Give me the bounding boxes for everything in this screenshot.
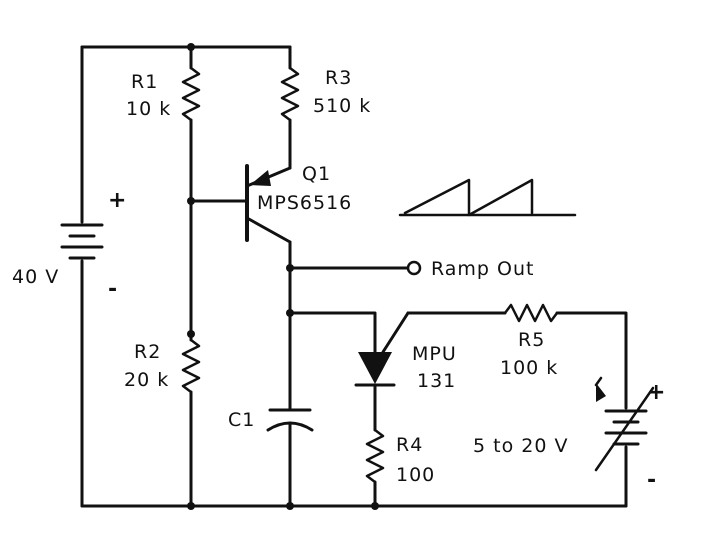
r3-value-label: 510 k	[313, 95, 371, 117]
variable-battery-symbol	[594, 383, 655, 472]
variable-supply-label: 5 to 20 V	[473, 435, 568, 457]
r5-right-wire	[555, 311, 628, 410]
battery-voltage-label: 40 V	[12, 266, 59, 288]
mpu131-put-symbol	[354, 311, 410, 387]
r2-name-label: R2	[134, 341, 161, 363]
junction-dot	[187, 330, 195, 338]
mpu-part-label: 131	[417, 370, 456, 392]
r2-resistor-symbol	[181, 338, 201, 394]
ramp-out-label: Ramp Out	[431, 258, 534, 280]
variable-supply-minus-sign: -	[647, 468, 656, 493]
battery-minus-sign: -	[108, 277, 117, 302]
battery-plus-sign: +	[108, 188, 126, 213]
mpu-name-label: MPU	[412, 343, 457, 365]
ramp-out-terminal	[406, 260, 422, 276]
r3-resistor-symbol	[280, 66, 300, 122]
r5-name-label: R5	[518, 329, 545, 351]
sawtooth-waveform-icon	[403, 178, 534, 217]
r5-resistor-symbol	[503, 303, 559, 323]
q1-transistor-symbol	[189, 164, 292, 244]
r1-resistor-symbol	[181, 66, 201, 122]
q1-part-label: MPS6516	[257, 192, 352, 214]
variable-arrow-tip	[594, 376, 603, 387]
r4-resistor-symbol	[365, 428, 385, 484]
battery-40v-symbol	[60, 223, 104, 260]
q1-name-label: Q1	[302, 163, 331, 185]
r1-name-label: R1	[131, 71, 158, 93]
put-anode-wire	[288, 311, 377, 354]
variable-supply-plus-sign: +	[647, 380, 665, 405]
r3-name-label: R3	[325, 67, 352, 89]
r5-value-label: 100 k	[500, 357, 558, 379]
r4-value-label: 100	[396, 464, 435, 486]
r2-value-label: 20 k	[124, 369, 169, 391]
r4-name-label: R4	[396, 434, 423, 456]
r1-value-label: 10 k	[126, 98, 171, 120]
c1-name-label: C1	[228, 409, 255, 431]
